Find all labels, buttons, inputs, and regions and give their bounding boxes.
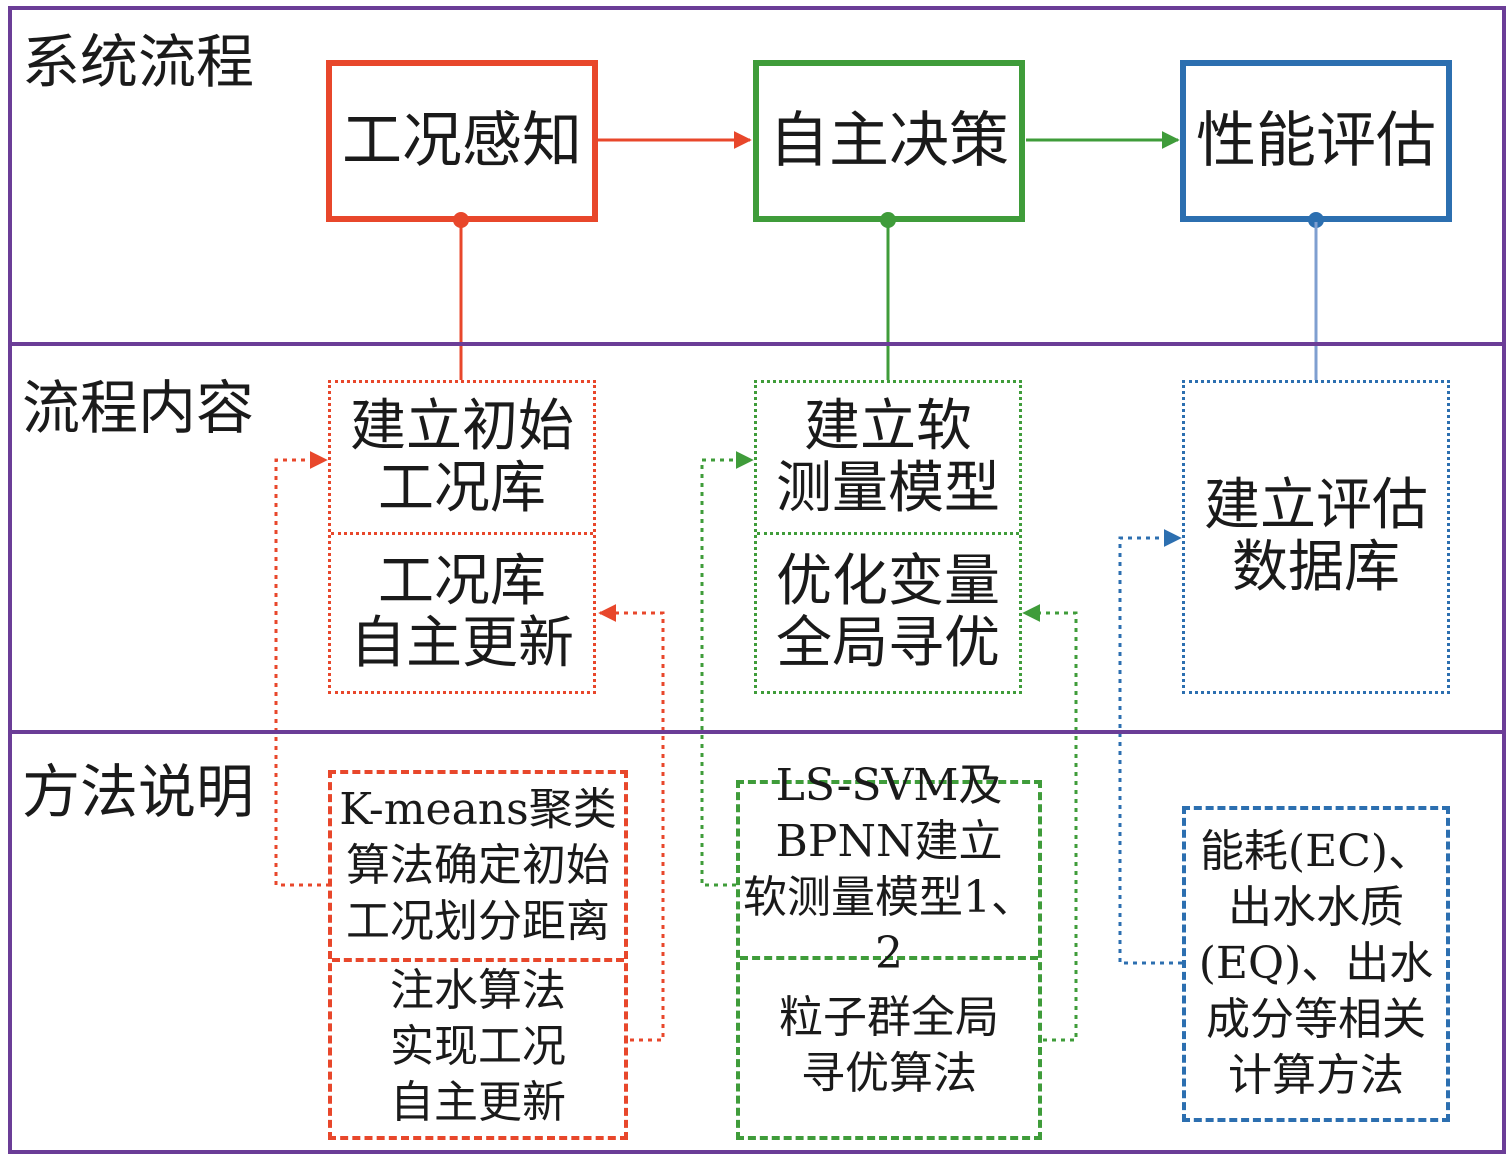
flow-box-evaluation: 性能评估 <box>1180 60 1452 222</box>
band-method-description <box>8 730 1506 1154</box>
content-group-red: 建立初始 工况库 工况库 自主更新 <box>328 380 596 694</box>
content-box-build-initial-library: 建立初始 工况库 <box>331 383 593 535</box>
content-box-build-evaluation-database: 建立评估 数据库 <box>1182 380 1450 694</box>
row-label-system-flow: 系统流程 <box>22 28 255 96</box>
row-label-process-content: 流程内容 <box>22 374 255 442</box>
method-box-water-filling: 注水算法 实现工况 自主更新 <box>390 965 566 1128</box>
loop-blue-calc-to-database <box>1118 529 1182 965</box>
method-box-energy-quality-calc: 能耗(EC)、 出水水质 (EQ)、出水 成分等相关 计算方法 <box>1182 806 1450 1122</box>
loop-red-kmeans-to-init <box>274 451 330 887</box>
loop-green-lssvm-to-softsensor <box>700 451 754 887</box>
method-box-kmeans: K-means聚类 算法确定初始 工况划分距离 <box>332 774 624 962</box>
content-group-green: 建立软 测量模型 优化变量 全局寻优 <box>754 380 1022 694</box>
content-box-build-soft-sensor: 建立软 测量模型 <box>757 383 1019 535</box>
content-box-library-self-update: 工况库 自主更新 <box>350 548 574 676</box>
flow-box-decision: 自主决策 <box>753 60 1025 222</box>
row-label-method-description: 方法说明 <box>22 758 255 826</box>
content-box-global-optimization: 优化变量 全局寻优 <box>776 548 1000 676</box>
method-group-green: LS-SVM及 BPNN建立 软测量模型1、2 粒子群全局 寻优算法 <box>736 760 1042 1140</box>
flow-box-perception: 工况感知 <box>326 60 598 222</box>
loop-green-pso-to-optimize <box>1022 604 1078 1042</box>
method-group-red: K-means聚类 算法确定初始 工况划分距离 注水算法 实现工况 自主更新 <box>328 770 628 1140</box>
method-box-lssvm-bpnn: LS-SVM及 BPNN建立 软测量模型1、2 <box>740 760 1038 979</box>
loop-red-water-to-update <box>598 604 665 1042</box>
method-box-pso: 粒子群全局 寻优算法 <box>779 992 999 1099</box>
